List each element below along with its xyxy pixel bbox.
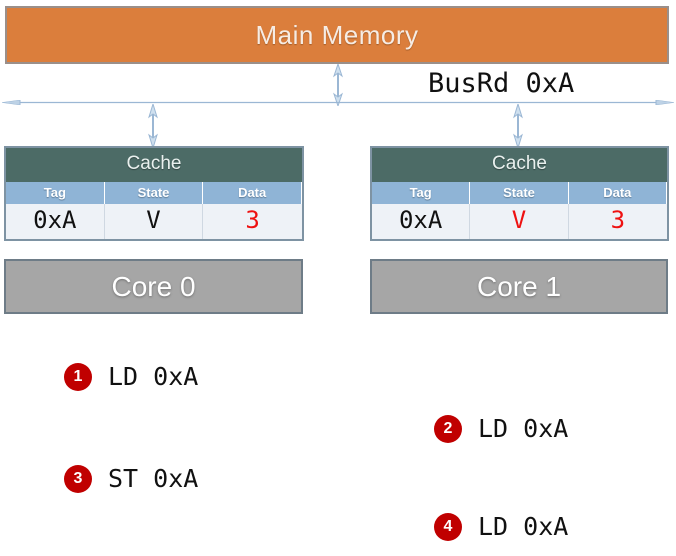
cache-col-header-state: State bbox=[104, 182, 204, 204]
memory-bus-connector-icon bbox=[333, 64, 343, 106]
main-memory-block: Main Memory bbox=[5, 6, 669, 64]
cache-table-core1: Cache Tag State Data 0xA V 3 bbox=[370, 146, 669, 241]
cache-title-core1: Cache bbox=[372, 148, 667, 182]
core-1-label: Core 1 bbox=[476, 270, 562, 302]
cache-block-core0: Cache Tag State Data 0xA V 3 bbox=[4, 146, 304, 241]
step-text-4: LD 0xA bbox=[478, 512, 569, 541]
step-item-1: 1 LD 0xA bbox=[64, 362, 198, 391]
step-item-3: 3 ST 0xA bbox=[64, 464, 198, 493]
cache-grid-core1: Tag State Data 0xA V 3 bbox=[372, 182, 667, 239]
core-1-block: Core 1 bbox=[370, 259, 668, 314]
step-item-4: 4 LD 0xA bbox=[434, 512, 568, 541]
cache-cell-data: 3 bbox=[203, 204, 302, 239]
step-text-3: ST 0xA bbox=[108, 464, 199, 493]
cache-cell-tag: 0xA bbox=[372, 204, 471, 239]
bus-transaction-label: BusRd 0xA bbox=[428, 68, 575, 99]
cache-cell-data: 3 bbox=[568, 204, 667, 239]
step-text-1: LD 0xA bbox=[108, 362, 199, 391]
cache-table-core0: Cache Tag State Data 0xA V 3 bbox=[4, 146, 304, 241]
cache-grid-core0: Tag State Data 0xA V 3 bbox=[6, 182, 302, 239]
cache-cell-state: V bbox=[470, 204, 569, 239]
cache-title-core0: Cache bbox=[6, 148, 302, 182]
cache-col-header-tag: Tag bbox=[6, 182, 105, 204]
bus-cache0-connector-icon bbox=[148, 104, 158, 148]
step-text-2: LD 0xA bbox=[478, 414, 569, 443]
step-badge-3: 3 bbox=[64, 464, 92, 493]
core-0-label: Core 0 bbox=[111, 270, 196, 302]
bus-cache1-connector-icon bbox=[513, 104, 523, 148]
core-0-block: Core 0 bbox=[4, 259, 303, 314]
cache-col-header-data: Data bbox=[568, 182, 667, 204]
cache-cell-tag: 0xA bbox=[6, 204, 105, 239]
cache-block-core1: Cache Tag State Data 0xA V 3 bbox=[370, 146, 669, 241]
cache-col-header-state: State bbox=[470, 182, 569, 204]
cache-col-header-data: Data bbox=[203, 182, 302, 204]
bus-line-icon bbox=[2, 100, 674, 105]
step-item-2: 2 LD 0xA bbox=[434, 414, 568, 443]
step-badge-2: 2 bbox=[434, 414, 462, 443]
step-badge-4: 4 bbox=[434, 512, 462, 541]
cache-cell-state: V bbox=[104, 204, 204, 239]
main-memory-label: Main Memory bbox=[255, 19, 419, 50]
step-badge-1: 1 bbox=[64, 362, 92, 391]
cache-col-header-tag: Tag bbox=[372, 182, 471, 204]
